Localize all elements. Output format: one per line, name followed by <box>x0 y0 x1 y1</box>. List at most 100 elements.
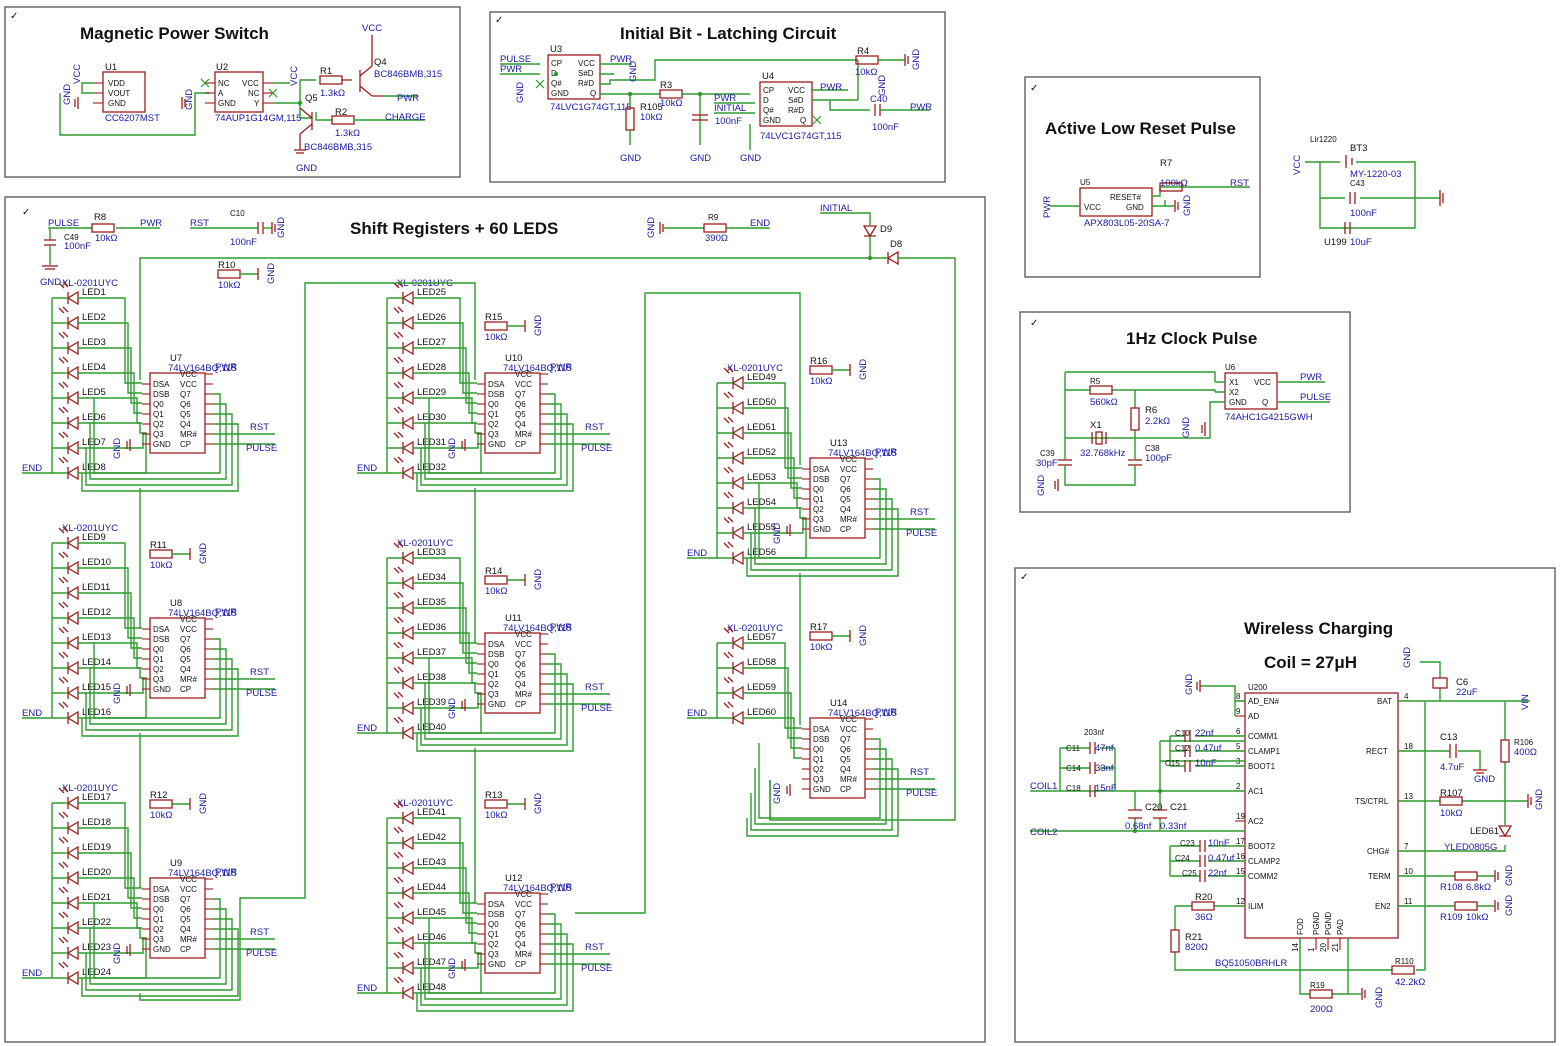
led-icon <box>401 315 414 331</box>
c25-ref: C25 <box>1182 869 1197 878</box>
led-part-label: XL-0201UYC <box>62 523 118 534</box>
r8-value: 10kΩ <box>95 233 117 244</box>
u200-pin-number: 18 <box>1404 742 1413 751</box>
led-icon <box>731 660 744 676</box>
led-icon <box>66 290 79 306</box>
u3-pin: GND <box>551 89 569 98</box>
shift-register-chip <box>809 457 866 539</box>
led-icon <box>66 820 79 836</box>
led-ray-icon <box>58 936 69 944</box>
gnd-net: GND <box>1402 647 1413 668</box>
chip-pin: Q5 <box>180 915 191 924</box>
chip-pin: Q0 <box>153 400 164 409</box>
led-ref: LED42 <box>417 832 446 843</box>
resistor-icon <box>484 321 508 331</box>
latch-frame <box>489 11 946 183</box>
rst-net: RST <box>585 422 604 433</box>
u200-pin: COMM2 <box>1248 872 1278 881</box>
u3-pin: VCC <box>578 59 595 68</box>
led-ray-icon <box>393 641 404 649</box>
u6-pin: Q <box>1262 398 1268 407</box>
pwr-net: PWR <box>215 867 237 878</box>
initial-net: INITIAL <box>714 103 746 114</box>
led-icon <box>401 935 414 951</box>
led-ref: LED14 <box>82 657 111 668</box>
chip-ref: U9 <box>170 858 182 869</box>
q4-ref: Q4 <box>374 57 387 68</box>
led-ray-icon <box>58 551 69 559</box>
r1-value: 1.3kΩ <box>320 88 345 99</box>
r6-ref: R6 <box>1145 405 1157 416</box>
gnd-net: GND <box>1181 417 1192 438</box>
output-wire <box>754 748 887 825</box>
resistor-ref: R12 <box>150 790 167 801</box>
chip-pin: Q6 <box>180 400 191 409</box>
u200-pin-number: 17 <box>1236 837 1245 846</box>
r1-ref: R1 <box>320 66 332 77</box>
output-wire <box>746 508 899 577</box>
battery-circuit: Lir1220 BT3 MY-1220-03 VCC C43 100nF U19… <box>1292 135 1444 248</box>
pwr-net: PWR <box>1300 372 1322 383</box>
c41-value: 100nF <box>715 116 742 127</box>
output-wire <box>93 393 221 474</box>
led-icon <box>401 835 414 851</box>
u200-pin: CLAMP2 <box>1248 857 1281 866</box>
r110-value: 42.2kΩ <box>1395 977 1425 988</box>
charging-frame <box>1014 567 1556 1043</box>
u2-pin: NC <box>248 89 260 98</box>
pwr-net: PWR <box>910 102 932 113</box>
led-ray-icon <box>723 366 734 374</box>
u200-pin: BAT <box>1377 697 1392 706</box>
c25-value: 22nf <box>1208 868 1227 879</box>
chip-ref: U10 <box>505 353 522 364</box>
gnd-net: GND <box>198 543 209 564</box>
chip-pin: CP <box>180 685 191 694</box>
c12-value: 0.47uf <box>1195 743 1222 754</box>
pulse-net: PULSE <box>1300 392 1331 403</box>
led-ray-icon <box>393 616 404 624</box>
chip-pin: GND <box>153 945 171 954</box>
u4-pin: Q# <box>763 106 774 115</box>
led-ray-icon <box>58 431 69 439</box>
led-ref: LED45 <box>417 907 446 918</box>
check-mark: ✓ <box>22 207 30 218</box>
chip-pin: VCC <box>180 625 197 634</box>
chip-pin: DSB <box>153 635 169 644</box>
chip-pin: VCC <box>840 725 857 734</box>
r20-ref: R20 <box>1195 892 1212 903</box>
led-icon <box>66 560 79 576</box>
rst-net: RST <box>585 682 604 693</box>
pwr-net: PWR <box>500 64 522 75</box>
u4-pin: R#D <box>788 106 804 115</box>
bt3-ref: BT3 <box>1350 143 1367 154</box>
c10-ref: C10 <box>1175 729 1190 738</box>
led-wire <box>52 422 142 434</box>
chip-pin: CP <box>515 960 526 969</box>
c6-ref: C6 <box>1456 677 1468 688</box>
gnd-net: GND <box>1504 895 1515 916</box>
led-icon <box>66 795 79 811</box>
check-mark: ✓ <box>1020 572 1028 583</box>
ctrl-wire <box>213 678 275 690</box>
led-ref: LED22 <box>82 917 111 928</box>
chip-pin: Q4 <box>515 680 526 689</box>
u200-pin: PGND <box>1324 912 1333 935</box>
gnd-net: GND <box>40 277 61 288</box>
c12-ref: C12 <box>1175 744 1190 753</box>
vcc-net: VCC <box>289 66 300 86</box>
shift-register-block: XL-0201UYCLED41LED42LED43LED44LED45LED46… <box>357 790 612 1012</box>
led-ray-icon <box>723 491 734 499</box>
led-wire <box>717 692 802 749</box>
pulse-net: PULSE <box>246 688 277 699</box>
chip-value: 74LV164BQ,115 <box>503 363 572 374</box>
led-ray-icon <box>723 416 734 424</box>
led-ray-icon <box>393 716 404 724</box>
end-net: END <box>687 548 707 559</box>
chip-pin: VCC <box>840 715 857 724</box>
led-ref: LED43 <box>417 857 446 868</box>
led-icon <box>66 970 79 986</box>
r110-ref: R110 <box>1395 957 1414 966</box>
c38-value: 100pF <box>1145 453 1172 464</box>
